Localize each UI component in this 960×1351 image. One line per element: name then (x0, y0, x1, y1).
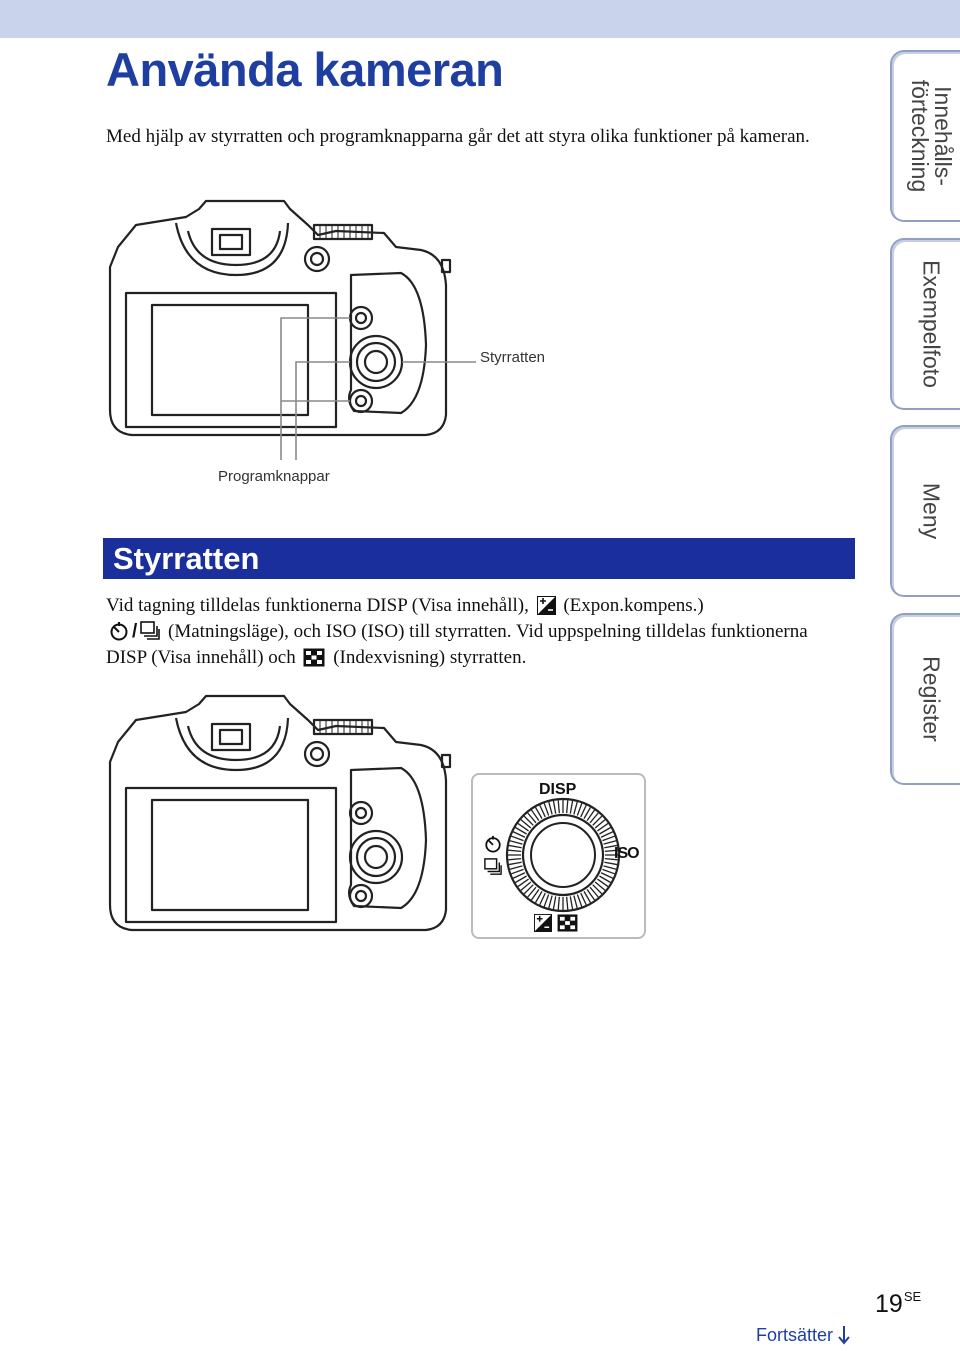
tab-menu[interactable]: Meny (890, 425, 960, 597)
arrow-down-icon (838, 1326, 850, 1345)
page-suffix: SE (903, 1289, 922, 1304)
section-body: Vid tagning tilldelas funktionerna DISP … (106, 595, 808, 668)
body-part-1: Vid tagning tilldelas funktionerna DISP … (106, 595, 529, 616)
tab-toc-line2: förteckning (907, 79, 933, 193)
disp-label: DISP (539, 781, 577, 798)
tab-index-label: Register (918, 656, 945, 742)
continuous-shooting-icon (484, 858, 502, 875)
exposure-compensation-icon (534, 914, 552, 932)
tab-toc-line1: Innehålls- (930, 86, 956, 186)
camera-back-illustration-2 (108, 694, 452, 932)
self-timer-icon (110, 622, 128, 641)
page-title: Använda kameran (106, 43, 504, 96)
body-part-2: (Expon.kompens.) (563, 595, 704, 616)
camera-back-illustration (108, 199, 476, 460)
body-part-3: (Matningsläge), och ISO (ISO) till styrr… (106, 621, 808, 668)
index-view-icon (303, 648, 325, 667)
continuous-shooting-icon (140, 621, 161, 640)
control-wheel-detail: DISP ISO (471, 773, 646, 939)
continue-link[interactable]: Fortsätter (756, 1325, 850, 1346)
intro-paragraph: Med hjälp av styrratten och programknapp… (106, 126, 810, 147)
continue-label: Fortsätter (756, 1325, 834, 1345)
self-timer-icon (485, 835, 501, 853)
buttons-callout-label: Programknappar (218, 468, 330, 485)
tab-sample-photos-label: Exempelfoto (918, 260, 945, 388)
exposure-compensation-icon (536, 596, 556, 615)
tab-index[interactable]: Register (890, 613, 960, 785)
top-color-band (0, 0, 960, 38)
iso-label: ISO (614, 845, 640, 862)
section-heading: Styrratten (103, 538, 855, 579)
tab-menu-label: Meny (918, 482, 945, 540)
page-number: 19SE (875, 1289, 922, 1318)
index-view-icon (557, 914, 578, 932)
body-part-4: (Indexvisning) styrratten. (333, 647, 527, 668)
tab-sample-photos[interactable]: Exempelfoto (890, 238, 960, 410)
wheel-callout-label: Styrratten (480, 349, 546, 366)
tab-table-of-contents[interactable]: Innehålls- förteckning (890, 50, 960, 222)
